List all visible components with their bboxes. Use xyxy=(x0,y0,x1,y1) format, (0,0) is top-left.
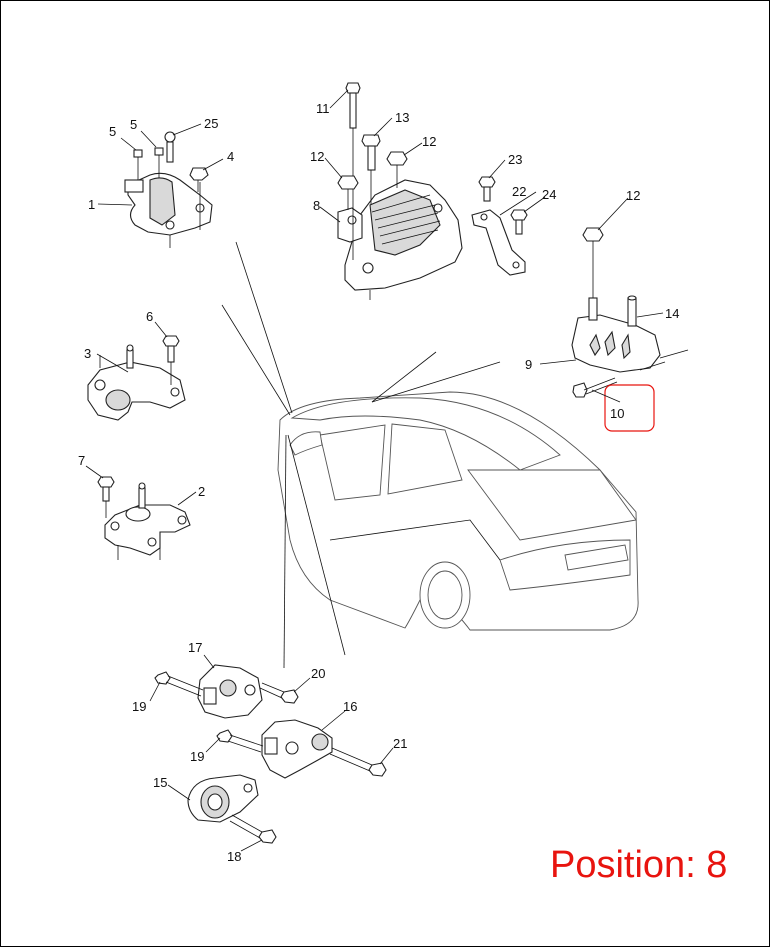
stud-part-9 xyxy=(588,297,598,321)
callout-8: 8 xyxy=(313,198,320,213)
callout-11: 11 xyxy=(316,101,330,116)
bolt-21 xyxy=(329,747,387,777)
bolt-23 xyxy=(478,176,496,202)
callout-18: 18 xyxy=(227,849,241,864)
mount-part-9 xyxy=(571,314,689,373)
callout-1: 1 xyxy=(88,197,95,212)
callout-25: 25 xyxy=(204,116,218,131)
callout-5a: 5 xyxy=(109,124,116,139)
mount-part-8 xyxy=(337,179,463,300)
callout-19a: 19 xyxy=(132,699,146,714)
bolt-19b xyxy=(216,729,264,753)
bracket-part-3 xyxy=(87,344,186,421)
callout-12b: 12 xyxy=(422,134,436,149)
callout-3: 3 xyxy=(84,346,91,361)
mount-part-15 xyxy=(187,774,259,823)
bolt-13 xyxy=(361,134,381,205)
callout-13: 13 xyxy=(395,110,409,125)
pointer-lines xyxy=(221,241,501,669)
nut-12b xyxy=(386,151,408,188)
callout-10: 10 xyxy=(610,406,624,421)
bracket-22 xyxy=(471,209,526,276)
position-label: Position: 8 xyxy=(550,844,727,886)
callout-12c: 12 xyxy=(626,188,640,203)
callout-17: 17 xyxy=(188,640,202,655)
bracket-part-16 xyxy=(261,719,333,779)
callout-4: 4 xyxy=(227,149,234,164)
bracket-part-17 xyxy=(197,664,263,719)
callout-6: 6 xyxy=(146,309,153,324)
callout-23: 23 xyxy=(508,152,522,167)
stud-14 xyxy=(627,295,637,327)
car-outline xyxy=(277,391,639,631)
callout-2: 2 xyxy=(198,484,205,499)
callout-leaders xyxy=(85,89,664,852)
mount-part-1 xyxy=(124,172,213,248)
callout-5b: 5 xyxy=(130,117,137,132)
bolt-19a xyxy=(154,671,204,697)
bolt-7 xyxy=(97,476,115,518)
bolt-11 xyxy=(345,82,361,260)
nut-12c xyxy=(582,227,604,298)
callout-20: 20 xyxy=(311,666,325,681)
bolt-5a xyxy=(133,149,143,180)
callout-19b: 19 xyxy=(190,749,204,764)
callout-16: 16 xyxy=(343,699,357,714)
highlight-box-10 xyxy=(604,384,655,432)
callout-12a: 12 xyxy=(310,149,324,164)
bolt-20 xyxy=(259,682,299,704)
stud-25 xyxy=(164,131,176,163)
callout-labels: 1 2 3 4 5 5 6 7 8 9 10 11 12 12 12 13 14… xyxy=(78,101,679,864)
nut-12a xyxy=(337,175,359,210)
callout-14: 14 xyxy=(665,306,679,321)
callout-15: 15 xyxy=(153,775,167,790)
callout-24: 24 xyxy=(542,187,556,202)
bracket-part-2 xyxy=(104,482,191,560)
callout-21: 21 xyxy=(393,736,407,751)
callout-22: 22 xyxy=(512,184,526,199)
bolt-6 xyxy=(162,335,180,385)
bolt-10 xyxy=(572,377,618,398)
callout-7: 7 xyxy=(78,453,85,468)
callout-9: 9 xyxy=(525,357,532,372)
bolt-18 xyxy=(229,814,277,844)
bolt-5b xyxy=(154,147,164,178)
bolt-24 xyxy=(510,209,528,235)
nut-4 xyxy=(189,167,209,192)
